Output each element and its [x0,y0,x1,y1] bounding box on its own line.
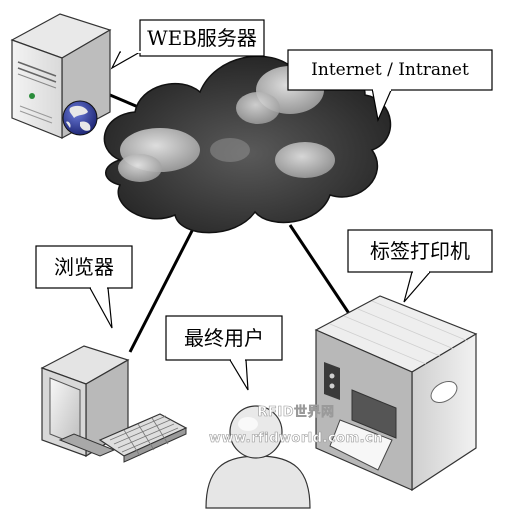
printer-icon [314,295,478,492]
callout-network: Internet / Intranet [287,49,493,123]
watermark-line1: RFID世界网 [257,404,334,420]
callout-printer: 标签打印机 [347,229,493,303]
line-cloud-computer [128,224,197,353]
callout-browser: 浏览器 [35,245,133,329]
web-server-label: WEB服务器 [147,26,257,50]
line-cloud-printer [288,224,352,316]
server-icon [10,13,112,140]
user-icon [205,405,311,509]
watermark: RFID世界网 www.rfidworld.com.cn [209,404,383,447]
printer-label: 标签打印机 [370,239,470,263]
cloud-icon [103,55,392,234]
callout-web-server: WEB服务器 [110,19,265,70]
network-label: Internet / Intranet [311,60,469,80]
browser-label: 浏览器 [54,255,114,279]
end-user-label: 最终用户 [184,326,264,350]
watermark-line2: www.rfidworld.com.cn [209,431,383,446]
callout-end-user: 最终用户 [165,315,283,391]
keyboard-icon [98,413,188,463]
globe-icon [62,100,98,136]
